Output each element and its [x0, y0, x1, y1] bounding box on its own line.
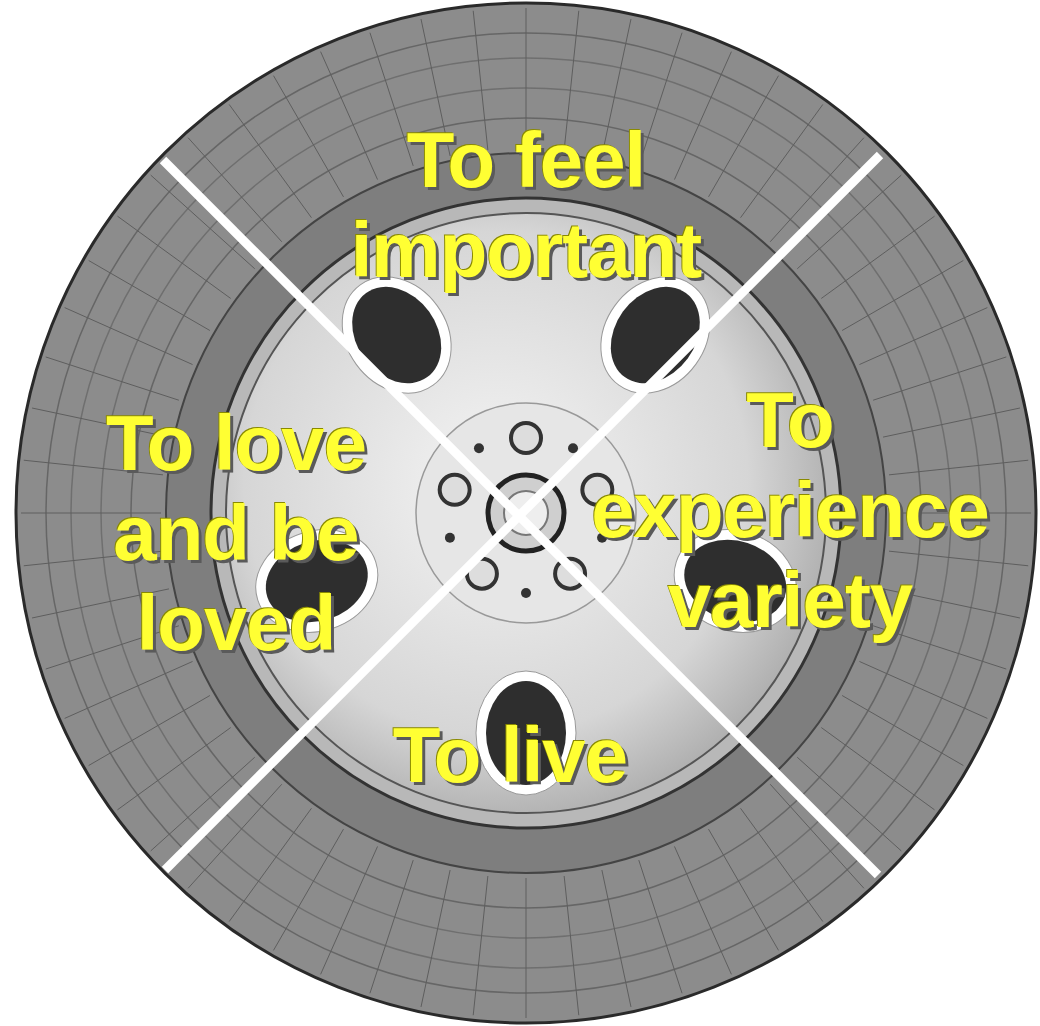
tread-mark	[89, 696, 210, 766]
tread-mark	[821, 216, 934, 298]
tread-mark	[421, 870, 450, 1007]
tread-mark	[321, 52, 378, 180]
hub-dot	[445, 533, 455, 543]
tread-mark	[842, 696, 963, 766]
tread-mark	[89, 261, 210, 331]
tread-mark	[821, 728, 934, 810]
lug-nut	[511, 423, 541, 453]
tread-mark	[151, 175, 255, 269]
need-label: To feel important	[311, 115, 741, 295]
tread-mark	[229, 104, 311, 217]
tread-mark	[859, 308, 987, 365]
tread-mark	[321, 846, 378, 974]
tread-mark	[741, 104, 823, 217]
need-label: To live	[310, 710, 710, 800]
need-label: To love and be loved	[86, 398, 386, 668]
tread-mark	[883, 408, 1020, 437]
tread-mark	[370, 860, 413, 993]
lug-nut	[440, 475, 470, 505]
tread-mark	[229, 808, 311, 921]
tread-mark	[274, 829, 344, 950]
tread-mark	[709, 76, 779, 197]
tread-mark	[117, 216, 230, 298]
tread-mark	[274, 76, 344, 197]
tread-mark	[709, 829, 779, 950]
hub-dot	[568, 443, 578, 453]
tread-mark	[741, 808, 823, 921]
tread-mark	[46, 357, 179, 400]
tread-mark	[859, 661, 987, 718]
tread-mark	[65, 661, 193, 718]
tread-mark	[564, 876, 579, 1015]
hub-dot	[474, 443, 484, 453]
tread-mark	[674, 52, 731, 180]
tread-mark	[873, 357, 1006, 400]
tread-mark	[117, 728, 230, 810]
tread-mark	[842, 261, 963, 331]
tread-mark	[473, 876, 488, 1015]
tread-mark	[674, 846, 731, 974]
tread-mark	[602, 870, 631, 1007]
tread-mark	[65, 308, 193, 365]
hub-dot	[521, 588, 531, 598]
tread-mark	[526, 878, 527, 1018]
tire	[16, 3, 1036, 1023]
tread-mark	[639, 860, 682, 993]
need-label: To experience variety	[560, 375, 1020, 645]
tread-mark	[770, 784, 864, 888]
